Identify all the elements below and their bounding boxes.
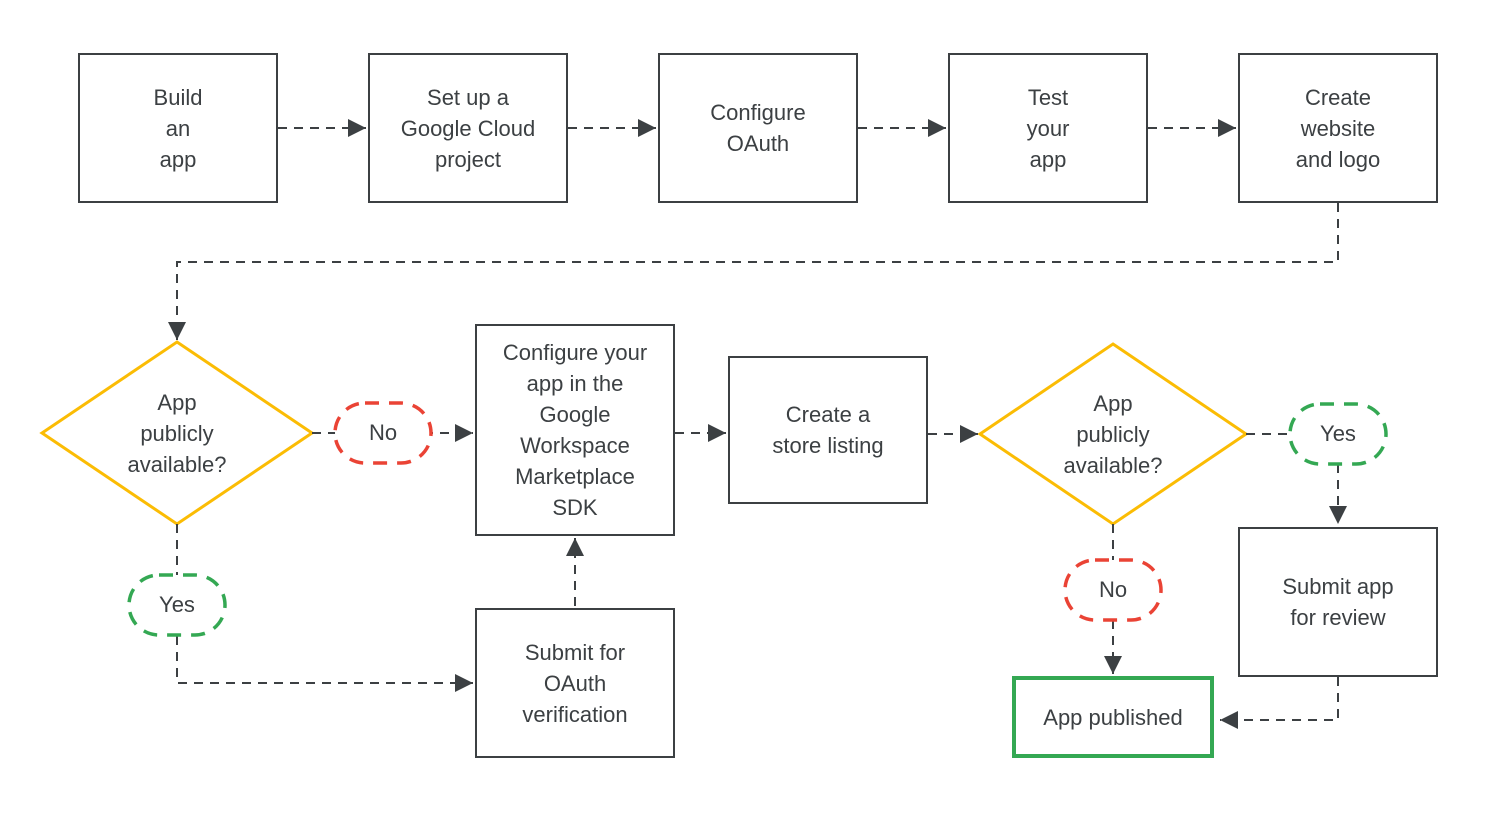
edge-create-website-to-decision1	[168, 203, 1339, 340]
decision-2-label: App publicly available?	[1063, 391, 1163, 478]
branch-no-1-label: No	[368, 420, 398, 445]
node-create-store-listing: Create a store listing	[728, 356, 928, 504]
node-build-an-app: Build an app	[78, 53, 278, 203]
node-create-website-and-logo: Create website and logo	[1238, 53, 1438, 203]
node-configure-marketplace-sdk: Configure your app in the Google Workspa…	[475, 324, 675, 536]
branch-yes-1-label: Yes	[159, 592, 195, 617]
branch-yes-2-pill	[1288, 402, 1388, 466]
branch-yes-1-pill	[127, 573, 227, 637]
edge-submit-review-to-app-published	[1220, 677, 1339, 729]
decision-1-label: App publicly available?	[127, 390, 227, 477]
node-submit-app-for-review: Submit app for review	[1238, 527, 1438, 677]
node-submit-for-oauth-verification: Submit for OAuth verification	[475, 608, 675, 758]
branch-yes-2-label: Yes	[1320, 421, 1356, 446]
branch-no-2-pill	[1063, 558, 1163, 622]
node-test-your-app: Test your app	[948, 53, 1148, 203]
branch-no-2-label: No	[1098, 577, 1128, 602]
node-configure-oauth: Configure OAuth	[658, 53, 858, 203]
node-app-published: App published	[1012, 676, 1214, 758]
branch-no-1-pill	[333, 401, 433, 465]
node-set-up-google-cloud-project: Set up a Google Cloud project	[368, 53, 568, 203]
